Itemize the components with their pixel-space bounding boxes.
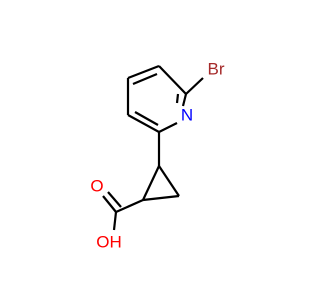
bond-carbonyl-double-2 [107,191,122,208]
bond-carboxyl-oh [112,211,118,231]
bond-c3-c2-inner [134,111,159,126]
cyclopropane-ring [142,165,180,202]
bond-cp-a-c [142,165,160,201]
bond-cp-carboxyl [115,198,144,214]
chemical-structure: Br N O OH [90,60,225,252]
nitrogen-atom-label: N [181,106,193,125]
bond-cp-a-b [158,165,180,197]
carboxylic-acid-group [102,191,144,231]
bond-c6-n-inner [175,93,180,104]
bond-c6-n-double [181,93,188,107]
bond-c2-n [158,122,178,133]
bond-carbonyl-double-1 [102,195,117,213]
bond-c5-c4 [127,64,160,80]
bond-c3-c2 [127,114,160,133]
bond-c6-c5 [158,65,187,95]
carbonyl-oxygen-label: O [90,177,103,196]
bond-c6-br [185,77,204,95]
bromine-atom-label: Br [208,60,225,79]
hydroxyl-label: OH [96,233,122,252]
pyridine-ring [126,64,204,133]
bond-cp-b-c [142,194,180,202]
bond-c5-c4-inner [132,72,158,86]
